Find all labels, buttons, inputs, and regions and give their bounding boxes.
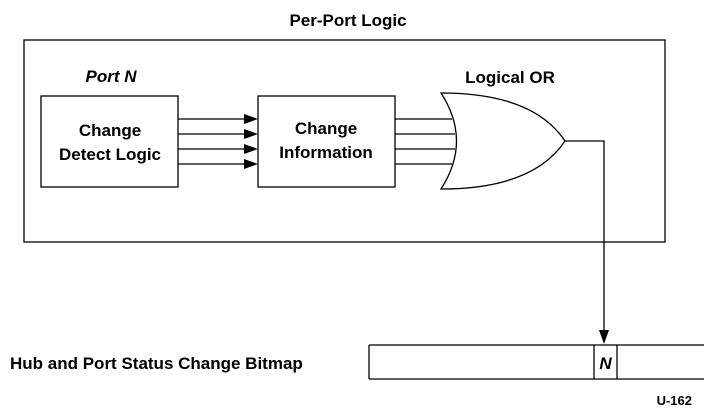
bitmap-label: Hub and Port Status Change Bitmap [10,354,303,373]
figure-id: U-162 [657,393,692,408]
change-detect-label-line2: Detect Logic [59,145,161,164]
or-gate-inputs [395,118,455,165]
arrowhead-1 [244,114,258,124]
frame-title: Per-Port Logic [289,11,406,30]
change-information-block [257,95,396,188]
change-detect-logic-block [40,95,179,188]
arrowhead-3 [244,144,258,154]
change-detect-label-line1: Change [79,121,141,140]
bitmap-bit-n: N [599,354,612,373]
port-label: Port N [86,67,138,86]
or-output-line [565,140,605,330]
arrowhead-2 [244,129,258,139]
logical-or-gate [439,92,566,190]
output-arrowhead [599,330,609,344]
change-signal-arrows [178,114,258,169]
status-change-bitmap [368,344,704,380]
change-info-label-line1: Change [295,119,357,138]
change-info-label-line2: Information [279,143,373,162]
arrowhead-4 [244,159,258,169]
or-gate-label: Logical OR [465,68,555,87]
